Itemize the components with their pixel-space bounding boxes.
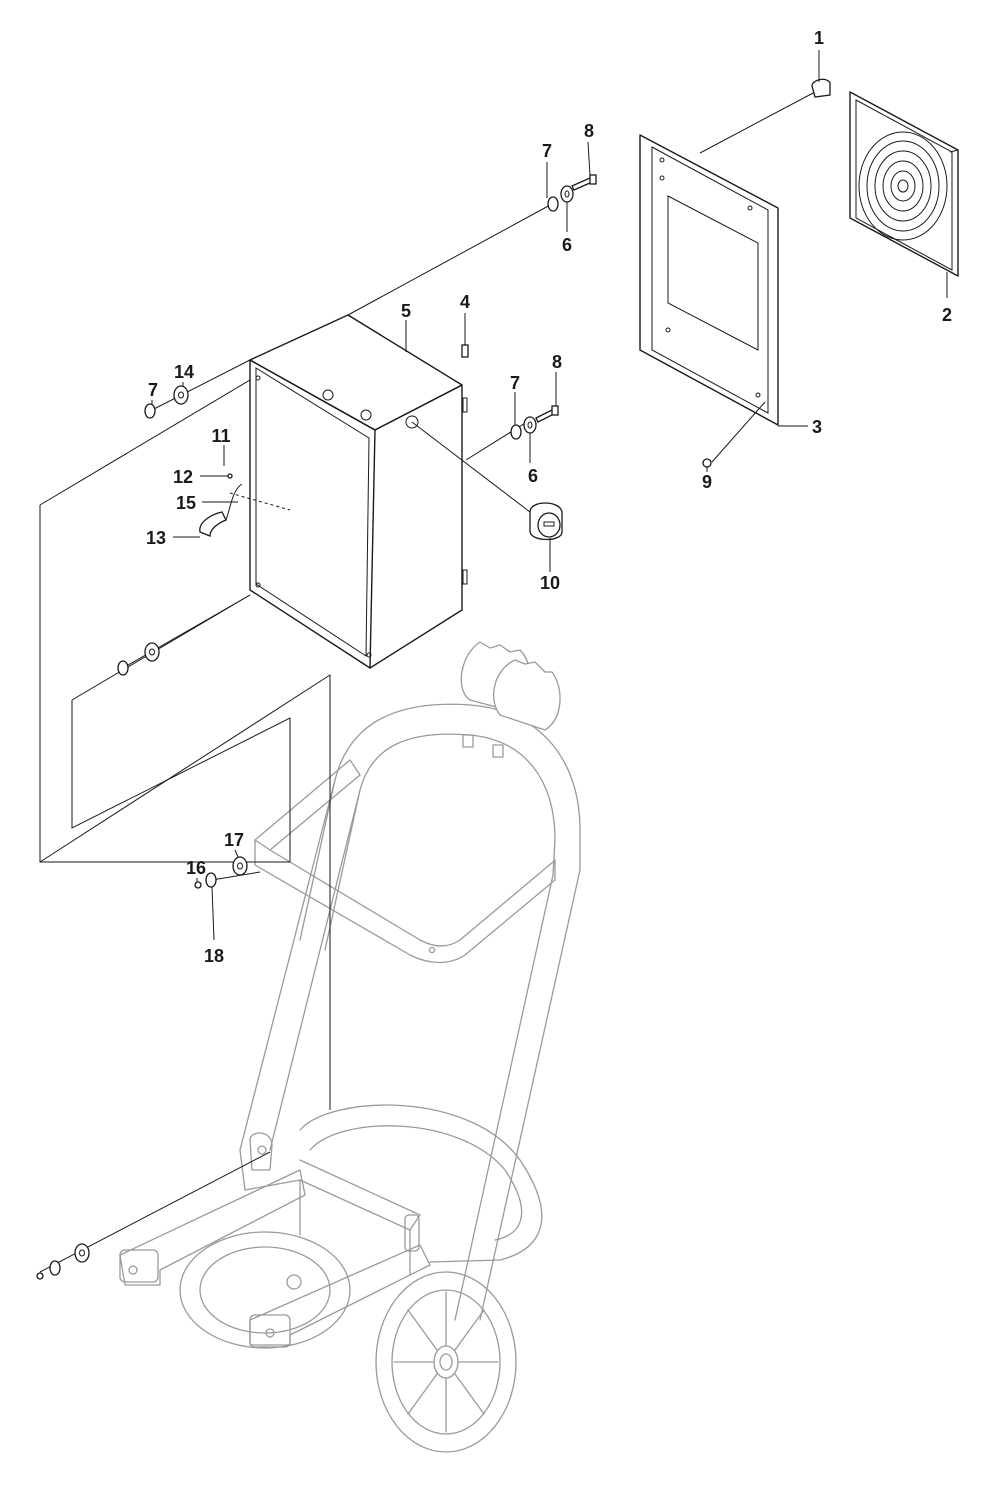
decal-frames — [39, 379, 331, 1110]
callout-8-top: 8 — [584, 121, 594, 141]
callout-17: 17 — [224, 830, 244, 850]
hardware-parts — [36, 78, 831, 1280]
assembly-lines — [39, 91, 816, 1273]
callout-3: 3 — [812, 417, 822, 437]
callout-6-side: 6 — [528, 466, 538, 486]
callout-15: 15 — [176, 493, 196, 513]
callout-9: 9 — [702, 472, 712, 492]
fan-grill — [849, 91, 959, 277]
callout-8-side: 8 — [552, 352, 562, 372]
callout-4: 4 — [460, 292, 470, 312]
callout-14: 14 — [174, 362, 194, 382]
callout-1: 1 — [814, 28, 824, 48]
callout-18: 18 — [204, 946, 224, 966]
clip-part — [811, 78, 831, 98]
pin-part — [461, 344, 469, 358]
trolley-frame — [119, 641, 581, 1453]
control-box — [249, 314, 468, 669]
callout-6-top: 6 — [562, 235, 572, 255]
callout-7-top: 7 — [542, 141, 552, 161]
rear-wheel — [179, 1231, 351, 1349]
callout-labels: 1 2 3 4 5 6 6 7 7 7 8 8 9 10 11 12 13 14… — [146, 28, 952, 966]
box-top-face — [249, 314, 463, 431]
callout-7-side: 7 — [510, 373, 520, 393]
cover-panel — [639, 134, 779, 426]
front-wheel-spokes — [393, 1291, 499, 1433]
front-wheel-rim — [391, 1289, 501, 1435]
box-side-face — [369, 384, 463, 669]
front-wheel-axle — [439, 1353, 453, 1371]
callout-16: 16 — [186, 858, 206, 878]
reel-discs — [460, 641, 561, 758]
callout-13: 13 — [146, 528, 166, 548]
callout-7-left: 7 — [148, 380, 158, 400]
callout-leaders — [151, 50, 948, 941]
callout-12: 12 — [173, 467, 193, 487]
box-front-face — [249, 359, 376, 669]
callout-2: 2 — [942, 305, 952, 325]
rear-wheel-rim — [199, 1246, 331, 1334]
callout-10: 10 — [540, 573, 560, 593]
callout-11: 11 — [211, 426, 230, 446]
callout-5: 5 — [401, 301, 411, 321]
